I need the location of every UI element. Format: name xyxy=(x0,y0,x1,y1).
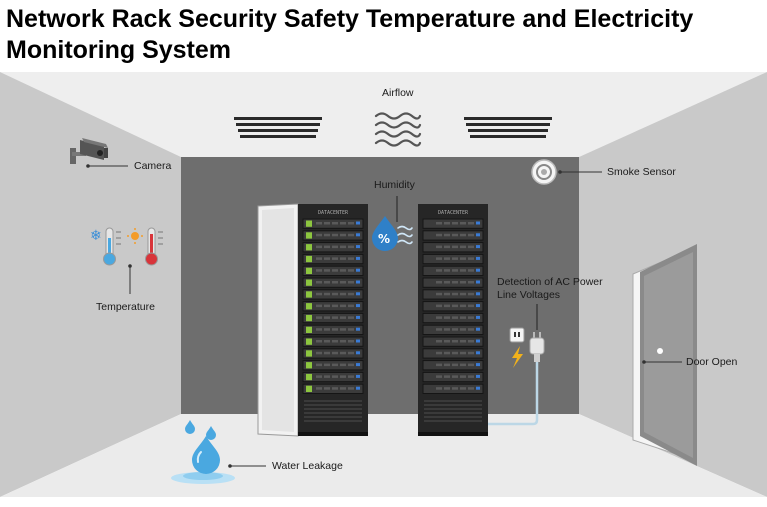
label-temperature: Temperature xyxy=(96,301,155,313)
water-drop-icon xyxy=(171,420,235,484)
door-leader-dot xyxy=(642,360,646,364)
smoke-sensor-icon xyxy=(531,159,557,185)
svg-text:❄: ❄ xyxy=(90,228,102,244)
rack-left: DATACENTER xyxy=(257,203,368,437)
door-sensor-dot xyxy=(657,348,663,354)
label-camera: Camera xyxy=(134,160,172,172)
lightning-icon xyxy=(512,346,523,368)
label-ac-detection: Detection of AC Power Line Voltages xyxy=(497,276,603,301)
server-unit xyxy=(422,348,484,359)
server-unit xyxy=(422,289,484,300)
ceiling-vent-right xyxy=(464,117,552,138)
camera-leader-dot xyxy=(86,164,90,168)
rack-left-label: DATACENTER xyxy=(318,210,349,216)
rack-right-label: DATACENTER xyxy=(438,210,469,216)
server-unit xyxy=(302,301,364,312)
rack-right-base xyxy=(418,432,488,436)
label-water-leakage: Water Leakage xyxy=(272,460,343,472)
server-unit xyxy=(422,242,484,253)
server-unit xyxy=(422,265,484,277)
label-smoke-sensor: Smoke Sensor xyxy=(607,166,676,178)
server-unit xyxy=(302,371,364,383)
server-unit xyxy=(422,324,484,336)
door xyxy=(632,244,697,466)
thermometer-cold-icon: ❄ xyxy=(90,227,121,266)
server-unit xyxy=(422,277,484,288)
server-unit xyxy=(302,230,364,241)
rack-left-servers xyxy=(302,218,364,395)
humidity-icon: % xyxy=(372,216,413,251)
server-unit xyxy=(302,277,364,288)
door-panel-inner xyxy=(644,252,693,458)
thermometer-hot-icon xyxy=(127,227,163,266)
server-unit xyxy=(302,360,364,371)
label-door-open: Door Open xyxy=(686,356,738,368)
power-plug-icon xyxy=(529,332,545,362)
server-unit xyxy=(422,383,484,395)
server-unit xyxy=(422,360,484,371)
label-humidity: Humidity xyxy=(374,179,415,191)
label-airflow: Airflow xyxy=(382,87,414,99)
server-unit xyxy=(422,230,484,241)
server-unit xyxy=(302,218,364,229)
power-outlet-icon xyxy=(509,327,525,343)
rack-left-base xyxy=(298,432,368,436)
server-unit xyxy=(302,242,364,253)
rack-left-vent xyxy=(304,400,362,422)
rack-right: DATACENTER xyxy=(418,204,488,436)
back-wall xyxy=(181,157,579,414)
left-wall xyxy=(0,72,181,497)
server-unit xyxy=(302,383,364,395)
airflow-icon xyxy=(374,112,422,147)
server-unit xyxy=(422,336,484,347)
camera-icon xyxy=(70,138,108,164)
server-unit xyxy=(302,324,364,336)
server-unit xyxy=(302,265,364,277)
server-unit xyxy=(422,301,484,312)
rack-right-servers xyxy=(422,218,484,395)
water-leader-dot xyxy=(228,464,232,468)
rack-left-door-panel xyxy=(262,208,294,432)
svg-text:%: % xyxy=(378,232,390,246)
smoke-leader-dot xyxy=(558,170,562,174)
server-unit xyxy=(302,253,364,265)
power-cable xyxy=(488,362,539,426)
ceiling-vent-left xyxy=(234,117,322,138)
server-unit xyxy=(422,218,484,229)
server-unit xyxy=(302,312,364,324)
server-unit xyxy=(422,253,484,265)
server-unit xyxy=(302,336,364,347)
server-unit xyxy=(422,371,484,383)
server-unit xyxy=(422,312,484,324)
rack-right-vent xyxy=(424,400,482,422)
server-unit xyxy=(302,348,364,359)
temperature-leader-dot xyxy=(128,264,132,268)
page-title: Network Rack Security Safety Temperature… xyxy=(6,5,694,64)
server-unit xyxy=(302,289,364,300)
